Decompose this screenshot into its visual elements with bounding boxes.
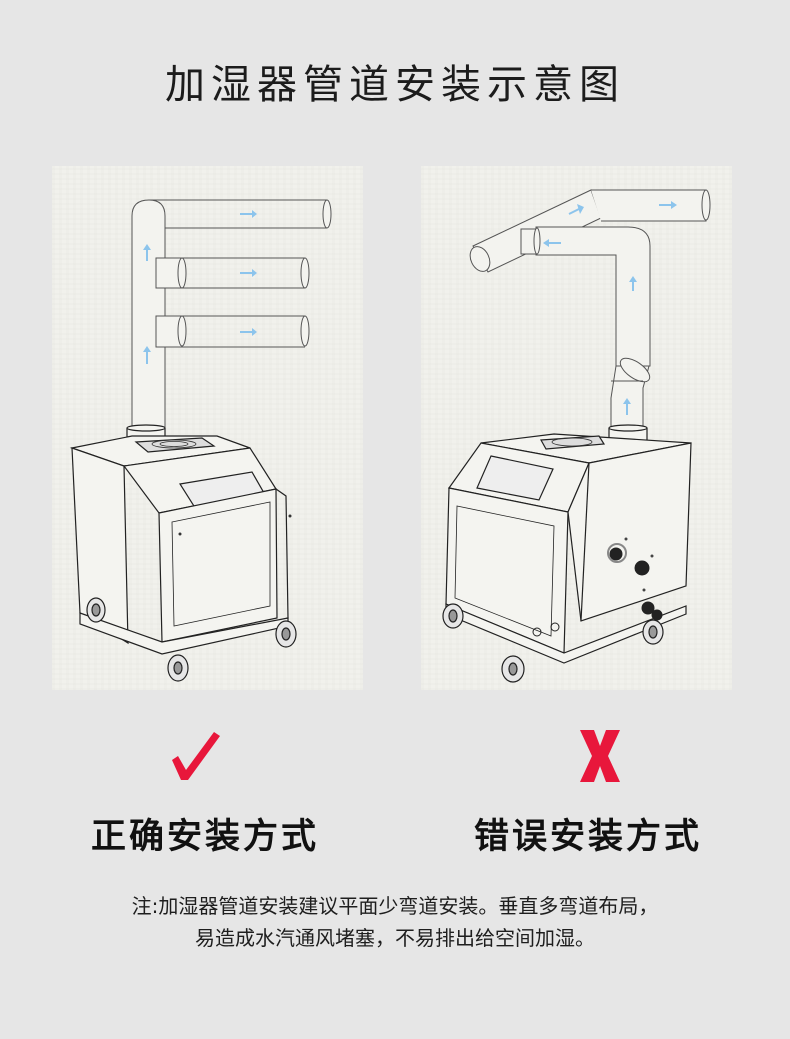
- note-line-1: 注:加湿器管道安装建议平面少弯道安装。垂直多弯道布局，: [131, 894, 659, 918]
- checkmark-icon: [164, 728, 224, 784]
- humidifier-wrong-drawing: [442, 189, 711, 683]
- wrong-installation-caption: 错误安装方式: [473, 817, 702, 857]
- wheel-icons: [442, 603, 664, 683]
- humidifier-correct-drawing: [69, 199, 332, 682]
- wheel-icons: [86, 597, 297, 682]
- cross-icon: [570, 728, 630, 784]
- airflow-arrow-icons: [543, 201, 677, 415]
- installation-note: 注:加湿器管道安装建议平面少弯道安装。垂直多弯道布局， 易造成水汽通风堵塞，不易…: [30, 890, 760, 954]
- airflow-arrow-icons: [143, 210, 257, 364]
- note-line-2: 易造成水汽通风堵塞，不易排出给空间加湿。: [195, 926, 595, 950]
- knob-icons: [607, 543, 663, 621]
- page-title: 加湿器管道安装示意图: [165, 62, 625, 108]
- correct-installation-illustration: [52, 166, 363, 690]
- correct-installation-caption: 正确安装方式: [90, 817, 319, 857]
- wrong-installation-illustration: [421, 166, 732, 690]
